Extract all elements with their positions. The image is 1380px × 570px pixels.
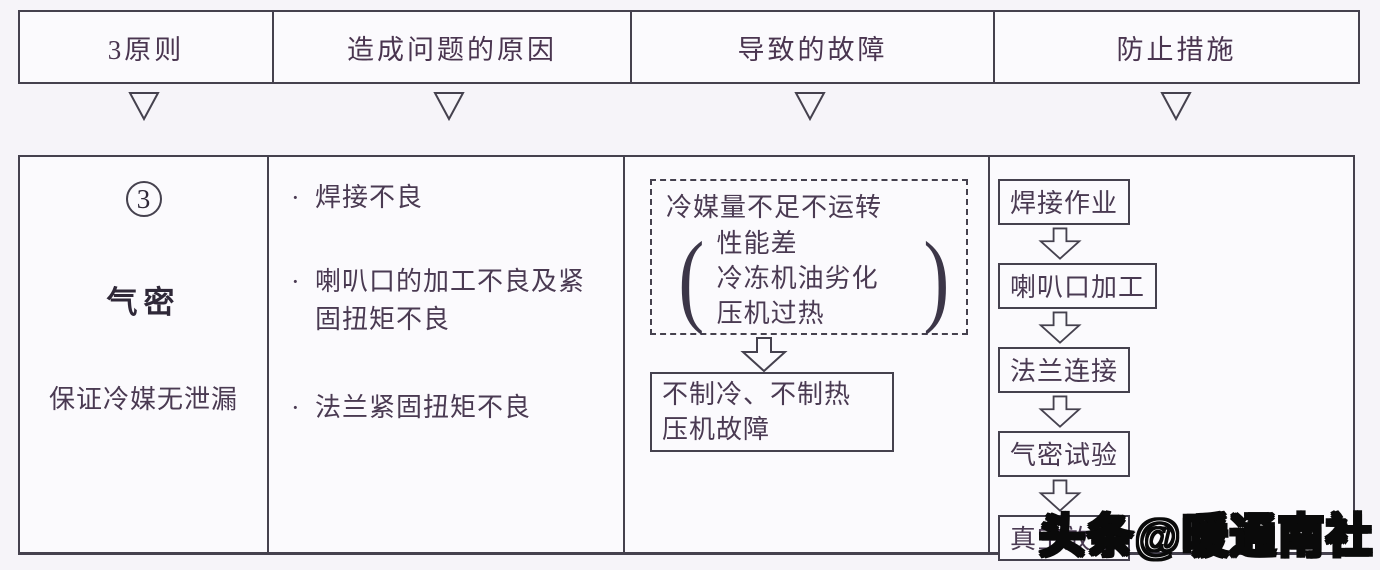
cause-item: · 喇叭口的加工不良及紧固扭矩不良 [291,263,611,339]
principle-description: 保证冷媒无泄漏 [48,385,238,414]
header-cell-measures: 防止措施 [993,12,1358,82]
down-triangle-icon [270,90,628,134]
bullet-icon: · [291,267,300,296]
fault-subcondition: 性能差 [716,229,798,258]
principle-number-circle: 3 [125,181,162,217]
down-triangle-icon [18,90,270,134]
fault-subcondition: 冷冻机油劣化 [716,264,879,293]
fault-result-box: 不制冷、不制热 压机故障 [650,372,894,452]
column-measures: 焊接作业 喇叭口加工 法兰连接 气密试验 真空放置 [988,157,1353,561]
cause-text: 焊接不良 [315,183,424,212]
watermark: 头条@暖通南社 [1038,509,1374,564]
column-principle: 3 气密 保证冷媒无泄漏 [20,157,267,552]
fault-result-line: 压机故障 [662,415,771,444]
header-row: 3原则 造成问题的原因 导致的故障 防止措施 [18,10,1360,84]
cause-text: 法兰紧固扭矩不良 [315,393,532,422]
down-triangle-icon [991,90,1360,134]
measure-step: 喇叭口加工 [998,263,1158,309]
header-cell-causes: 造成问题的原因 [272,12,630,82]
cause-item: · 法兰紧固扭矩不良 [291,389,611,427]
bullet-icon: · [291,393,300,422]
left-bracket: ( [678,220,705,336]
measure-step: 法兰连接 [998,347,1131,393]
column-causes: · 焊接不良 · 喇叭口的加工不良及紧固扭矩不良 · 法兰紧固扭矩不良 [267,157,623,552]
body-row: 3 气密 保证冷媒无泄漏 · 焊接不良 · 喇叭口的加工不良及紧固扭矩不良 · … [18,155,1355,561]
down-triangle-icon [628,90,991,134]
fault-result-line: 不制冷、不制热 [662,380,852,409]
measure-step: 气密试验 [998,431,1131,477]
fault-condition-text: 冷媒量不足不运转 [666,193,883,222]
measure-step: 焊接作业 [998,179,1131,225]
right-bracket: ) [923,220,950,336]
fault-subconditions-list: 性能差 冷冻机油劣化 压机过热 [709,226,920,331]
down-arrow-icon [1038,311,1082,345]
down-arrow-icon [1038,479,1082,513]
cause-text: 喇叭口的加工不良及紧固扭矩不良 [315,267,586,334]
principle-name: 气密 [106,285,181,320]
measure-step: 真空放置 [998,515,1131,561]
down-arrow-icon [1038,395,1082,429]
triangle-row [18,90,1360,134]
bullet-icon: · [291,183,300,212]
down-arrow-icon [1038,227,1082,261]
fault-subconditions-group: ( 性能差 冷冻机油劣化 压机过热 ) [674,226,954,331]
header-cell-principles: 3原则 [107,34,185,65]
column-faults: 冷媒量不足不运转 ( 性能差 冷冻机油劣化 压机过热 ) 不制冷、不制热 压机故… [623,157,988,552]
fault-condition-box: 冷媒量不足不运转 ( 性能差 冷冻机油劣化 压机过热 ) [650,179,968,335]
fault-subcondition: 压机过热 [716,299,825,328]
cause-item: · 焊接不良 [291,179,611,217]
header-cell-faults: 导致的故障 [630,12,993,82]
measures-flowchart: 焊接作业 喇叭口加工 法兰连接 气密试验 真空放置 [998,179,1158,561]
down-arrow-icon [740,337,788,373]
